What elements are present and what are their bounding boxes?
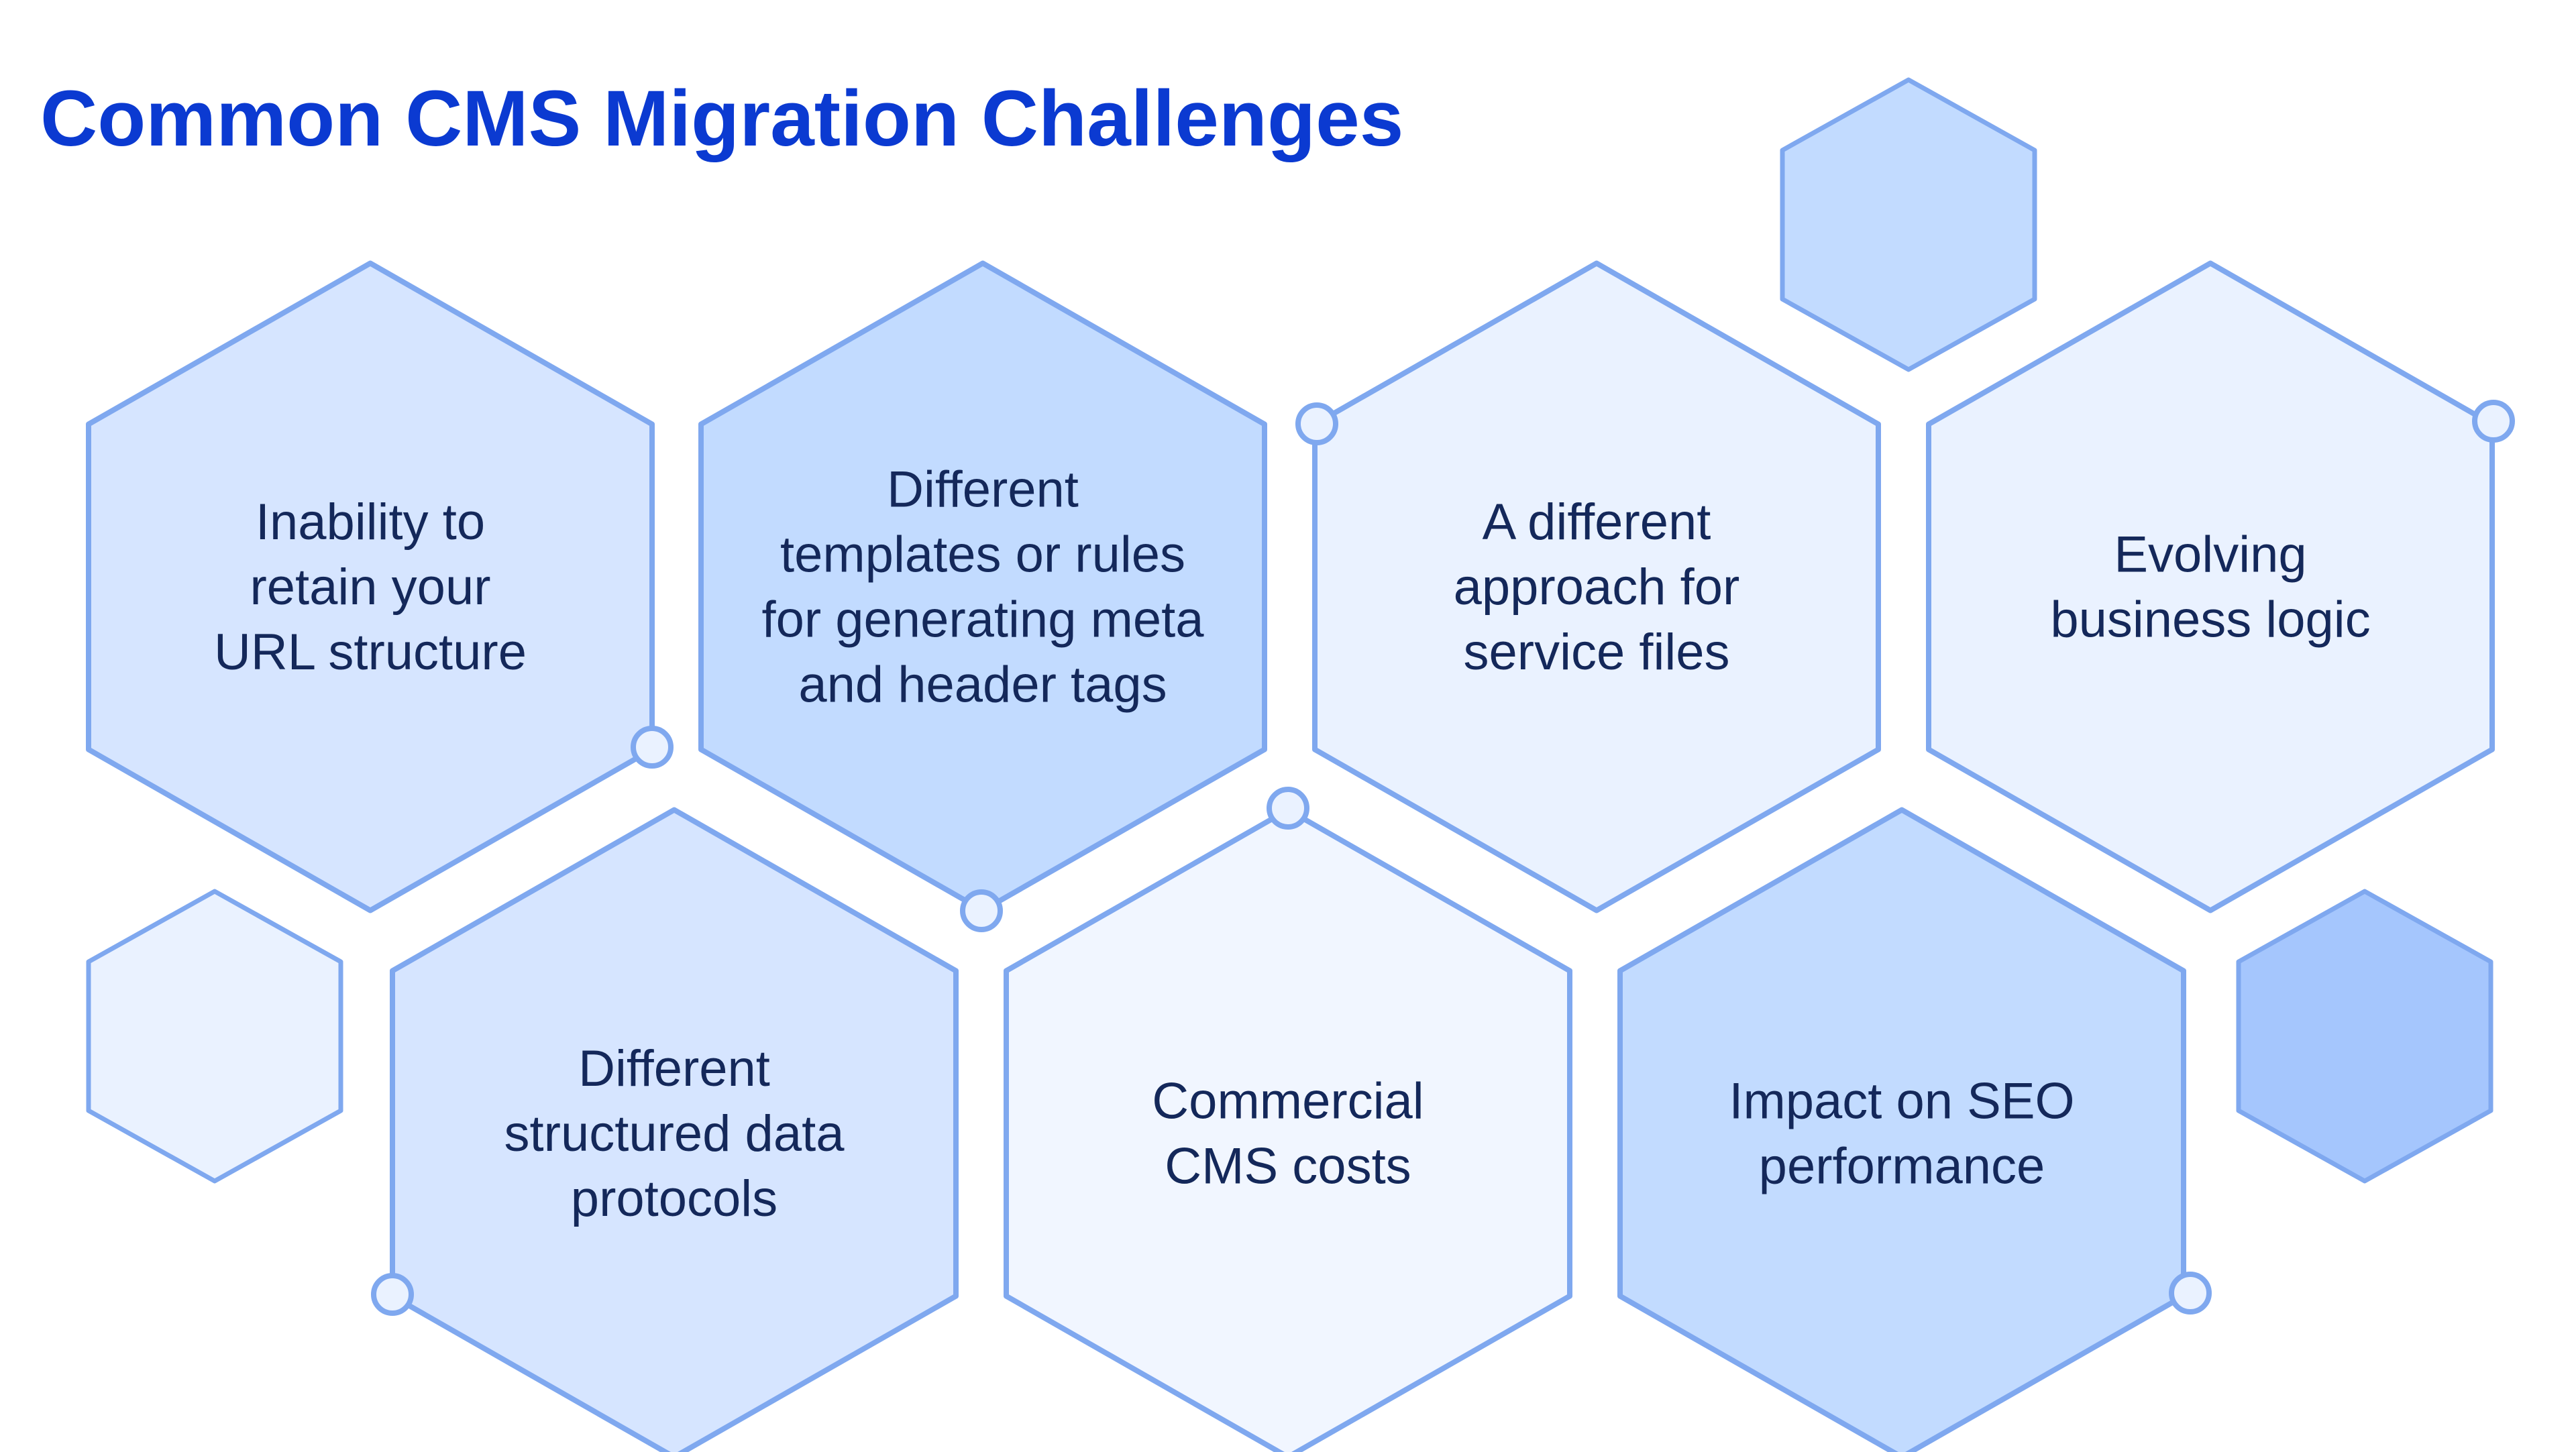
hexagon-shape bbox=[1617, 807, 2186, 1452]
hexagon-shape bbox=[1926, 260, 2495, 913]
challenge-label: Different templates or rules for generatin… bbox=[761, 461, 1204, 713]
challenge-label-line: performance bbox=[1759, 1137, 2045, 1194]
connector-node bbox=[1295, 402, 1338, 445]
decorative-hexagons bbox=[86, 77, 2493, 1184]
challenge-label: A different approach for service files bbox=[1454, 494, 1740, 681]
challenge-label-line: Evolving bbox=[2114, 526, 2306, 583]
connector-nodes bbox=[371, 400, 2515, 1316]
connector-node bbox=[631, 726, 674, 769]
connector-node bbox=[1267, 787, 1309, 830]
challenge-label: Different structured data protocols bbox=[504, 1040, 845, 1227]
challenge-label-line: for generating meta bbox=[761, 591, 1204, 648]
hexagon-shape bbox=[86, 260, 655, 913]
connector-node bbox=[2472, 400, 2515, 443]
hexagon-shape bbox=[390, 807, 959, 1452]
decorative-hexagon bbox=[1780, 77, 2037, 372]
challenge-label: Evolving business logic bbox=[2050, 526, 2370, 648]
challenge-label-line: Impact on SEO bbox=[1729, 1072, 2074, 1129]
challenge-label-line: templates or rules bbox=[780, 526, 1185, 583]
challenge-label-line: A different bbox=[1483, 494, 1711, 551]
challenge-label-line: Different bbox=[887, 461, 1079, 518]
challenge-hexagon: A different approach for service files bbox=[1312, 260, 1881, 913]
challenge-label-line: service files bbox=[1464, 624, 1730, 681]
challenge-label-line: Different bbox=[578, 1040, 770, 1097]
challenge-label-line: CMS costs bbox=[1165, 1137, 1411, 1194]
challenge-label-line: approach for bbox=[1454, 559, 1740, 616]
challenge-label-line: URL structure bbox=[214, 624, 527, 681]
hexagon-shape bbox=[698, 260, 1267, 913]
decorative-hexagon bbox=[86, 889, 343, 1184]
challenge-label-line: business logic bbox=[2050, 591, 2370, 648]
challenge-label-line: protocols bbox=[571, 1170, 777, 1227]
decorative-hexagon bbox=[2236, 889, 2493, 1184]
challenge-hexagon: Evolving business logic bbox=[1926, 260, 2495, 913]
challenge-hexagon: Impact on SEO performance bbox=[1617, 807, 2186, 1452]
challenge-hexagon: Different structured data protocols bbox=[390, 807, 959, 1452]
connector-node bbox=[960, 889, 1003, 932]
challenge-label-line: retain your bbox=[250, 559, 490, 616]
challenge-label-line: Inability to bbox=[256, 494, 485, 551]
connector-node bbox=[2169, 1272, 2212, 1315]
challenge-label-line: Commercial bbox=[1152, 1072, 1424, 1129]
page-title: Common CMS Migration Challenges bbox=[40, 74, 1404, 163]
hexagon-shape bbox=[1004, 807, 1572, 1452]
challenge-label-line: and header tags bbox=[798, 656, 1167, 713]
challenge-label-line: structured data bbox=[504, 1105, 845, 1162]
challenge-label: Impact on SEO performance bbox=[1729, 1072, 2074, 1194]
challenge-hexagon: Different templates or rules for generatin… bbox=[698, 260, 1267, 913]
connector-node bbox=[371, 1273, 414, 1316]
